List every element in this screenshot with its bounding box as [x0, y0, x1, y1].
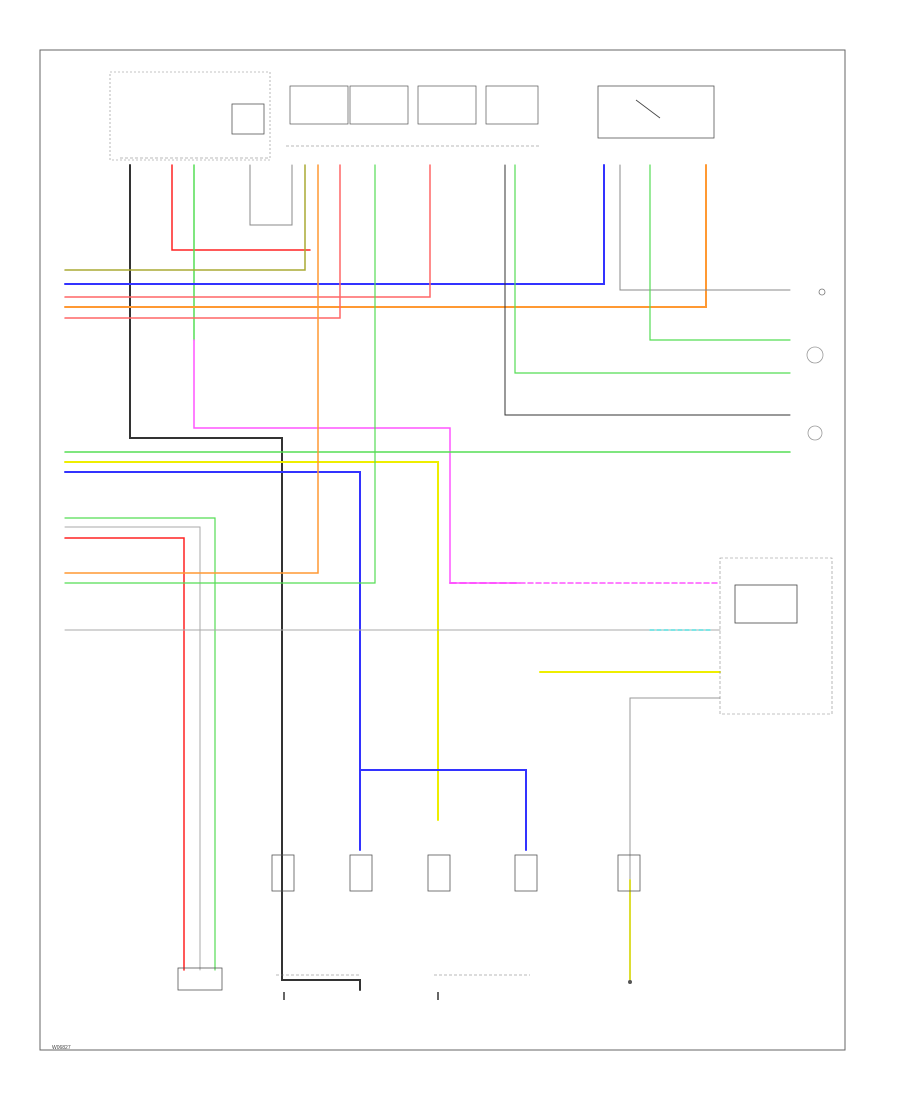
- wire-salmon-h2: [64, 164, 341, 319]
- wire-gray-lower: [64, 526, 201, 971]
- wire-olive-h: [64, 164, 306, 271]
- wire-green-right-2: [514, 164, 791, 374]
- wire-gray-loop: [249, 164, 293, 226]
- sensor-4: [514, 854, 538, 892]
- wire-red-lower: [64, 537, 185, 971]
- combination-meter-group: [719, 557, 833, 715]
- wire-salmon-h1: [64, 164, 431, 298]
- top-component-a: [109, 71, 271, 161]
- wire-blue-down: [359, 769, 527, 851]
- ground-3: [628, 980, 632, 984]
- lamp-3: [818, 288, 826, 296]
- top-relay-1: [289, 85, 349, 125]
- wire-black-trunk: [129, 164, 361, 991]
- wire-yellow-mid: [64, 461, 439, 821]
- wire-green-right-1: [649, 164, 791, 341]
- top-component-a-inner: [231, 103, 265, 135]
- connector-bottom-left: [177, 967, 223, 991]
- wire-gray-meter-out: [629, 697, 721, 981]
- combination-meter-inner: [734, 584, 798, 624]
- wire-black-right: [504, 164, 791, 416]
- top-relay-2: [349, 85, 409, 125]
- wire-blue-mid: [64, 471, 361, 851]
- wire-orange-lower: [64, 164, 319, 574]
- wire-green-lower-2: [64, 164, 376, 584]
- figure-id: W06827: [52, 1045, 71, 1051]
- sensor-3: [427, 854, 451, 892]
- sensor-2: [349, 854, 373, 892]
- top-relay-4: [485, 85, 539, 125]
- wires: [64, 164, 791, 991]
- bottom-sensors: [177, 854, 641, 1000]
- top-component-group: [109, 71, 715, 161]
- diagram-frame: [39, 49, 846, 1051]
- top-relay-3: [417, 85, 477, 125]
- wire-blue-h: [64, 164, 605, 285]
- lamp-1: [806, 346, 824, 364]
- wire-gray-right: [619, 164, 791, 291]
- sensor-5: [617, 854, 641, 892]
- switch-box: [597, 85, 715, 139]
- wire-red-top: [171, 164, 311, 251]
- wire-orange-h: [64, 164, 707, 308]
- switch-contact: [635, 99, 661, 119]
- right-lamps: [806, 288, 826, 441]
- wire-green-lower: [64, 517, 216, 971]
- lamp-2: [807, 425, 823, 441]
- sensor-1: [271, 854, 295, 892]
- combination-meter: [719, 557, 833, 715]
